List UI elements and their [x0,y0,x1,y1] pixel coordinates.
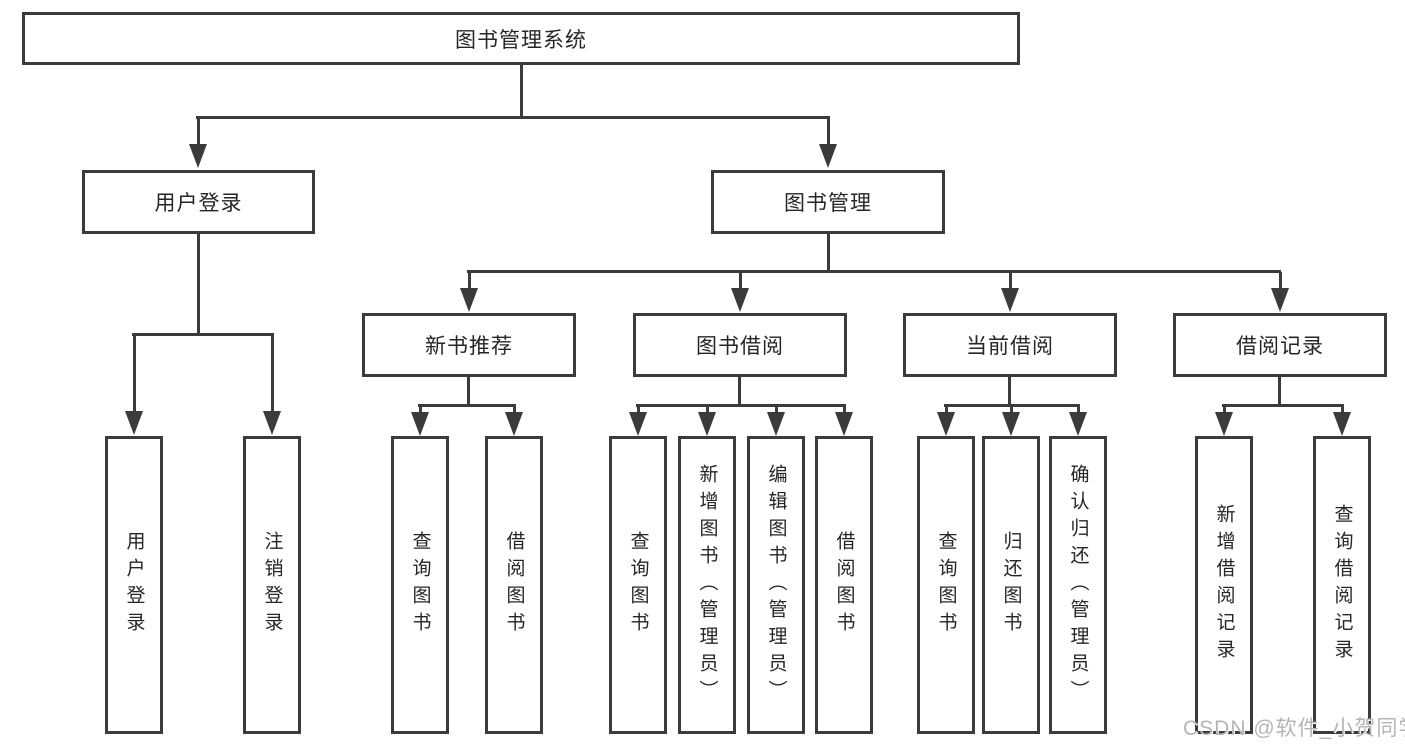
leaf-edit-book-admin: 编辑图书（管理员） [747,436,805,734]
connector-arrow-confirm-return [1069,406,1087,436]
connector-current-borrow-bar [944,404,1080,407]
node-current-borrowing: 当前借阅 [903,313,1117,377]
leaf-borrow-book-borrowing-label: 借阅图书 [833,531,855,639]
connector-book-mgmt-bar [467,270,1281,273]
connector-arrow-login-leaf [125,335,143,435]
leaf-return-book: 归还图书 [982,436,1040,734]
connector-arrow-borrow-records [1271,272,1289,312]
connector-arrow-book-mgmt [819,118,837,168]
leaf-add-borrow-record-label: 新增借阅记录 [1213,504,1235,666]
connector-arrow-logout-leaf [263,335,281,435]
node-book-borrowing: 图书借阅 [633,313,847,377]
connector-root-bar [196,116,830,119]
leaf-return-book-label: 归还图书 [1000,531,1022,639]
connector-arrow-query-book-3 [937,406,955,436]
node-user-login-label: 用户登录 [154,192,243,215]
leaf-user-login-label: 用户登录 [123,531,145,639]
connector-arrow-user-login [189,118,207,168]
connector-arrow-new-book [460,272,478,312]
connector-records-bar [1222,404,1344,407]
node-root: 图书管理系统 [22,12,1020,65]
node-new-book-recommend-label: 新书推荐 [425,335,513,358]
connector-new-book-stem [467,377,470,406]
connector-arrow-edit-book [767,406,785,436]
leaf-borrow-book-borrowing: 借阅图书 [815,436,873,734]
leaf-user-login: 用户登录 [105,436,163,734]
leaf-logout-label: 注销登录 [261,531,283,639]
leaf-add-book-admin: 新增图书（管理员） [678,436,736,734]
leaf-query-book-current-label: 查询图书 [935,531,957,639]
leaf-borrow-book-newbook: 借阅图书 [485,436,543,734]
connector-root-stem [520,65,523,118]
connector-new-book-bar [418,404,516,407]
connector-current-borrow-stem [1008,377,1011,406]
connector-records-stem [1278,377,1281,406]
connector-book-mgmt-stem [827,234,830,272]
leaf-query-book-borrowing-label: 查询图书 [627,531,649,639]
connector-user-login-stem [197,234,200,335]
connector-arrow-query-record [1333,406,1351,436]
leaf-query-book-current: 查询图书 [917,436,975,734]
leaf-edit-book-admin-label: 编辑图书（管理员） [765,463,787,707]
node-new-book-recommend: 新书推荐 [362,313,576,377]
connector-book-borrow-bar [636,404,846,407]
leaf-add-book-admin-label: 新增图书（管理员） [696,463,718,707]
connector-arrow-add-record [1215,406,1233,436]
connector-arrow-borrow-book-1 [505,406,523,436]
leaf-borrow-book-newbook-label: 借阅图书 [503,531,525,639]
connector-arrow-borrow-book-2 [835,406,853,436]
node-book-management-label: 图书管理 [784,192,872,215]
leaf-confirm-return-admin: 确认归还（管理员） [1049,436,1107,734]
leaf-confirm-return-admin-label: 确认归还（管理员） [1067,463,1089,707]
leaf-query-book-newbook: 查询图书 [391,436,449,734]
connector-arrow-query-book-1 [411,406,429,436]
node-book-borrowing-label: 图书借阅 [696,335,784,358]
node-borrowing-records-label: 借阅记录 [1236,335,1324,358]
connector-arrow-current-borrow [1001,272,1019,312]
node-user-login: 用户登录 [82,170,315,234]
connector-arrow-add-book [698,406,716,436]
leaf-query-borrow-record: 查询借阅记录 [1313,436,1371,734]
node-borrowing-records: 借阅记录 [1173,313,1387,377]
connector-arrow-return-book [1002,406,1020,436]
connector-arrow-book-borrow [731,272,749,312]
csdn-watermark: CSDN @软件_小贺同学 [1183,717,1405,740]
node-current-borrowing-label: 当前借阅 [966,335,1054,358]
connector-arrow-query-book-2 [629,406,647,436]
leaf-add-borrow-record: 新增借阅记录 [1195,436,1253,734]
leaf-logout: 注销登录 [243,436,301,734]
leaf-query-borrow-record-label: 查询借阅记录 [1331,504,1353,666]
leaf-query-book-newbook-label: 查询图书 [409,531,431,639]
connector-user-login-bar [132,333,274,336]
connector-book-borrow-stem [738,377,741,406]
node-book-management: 图书管理 [711,170,945,234]
leaf-query-book-borrowing: 查询图书 [609,436,667,734]
node-root-label: 图书管理系统 [455,28,587,52]
